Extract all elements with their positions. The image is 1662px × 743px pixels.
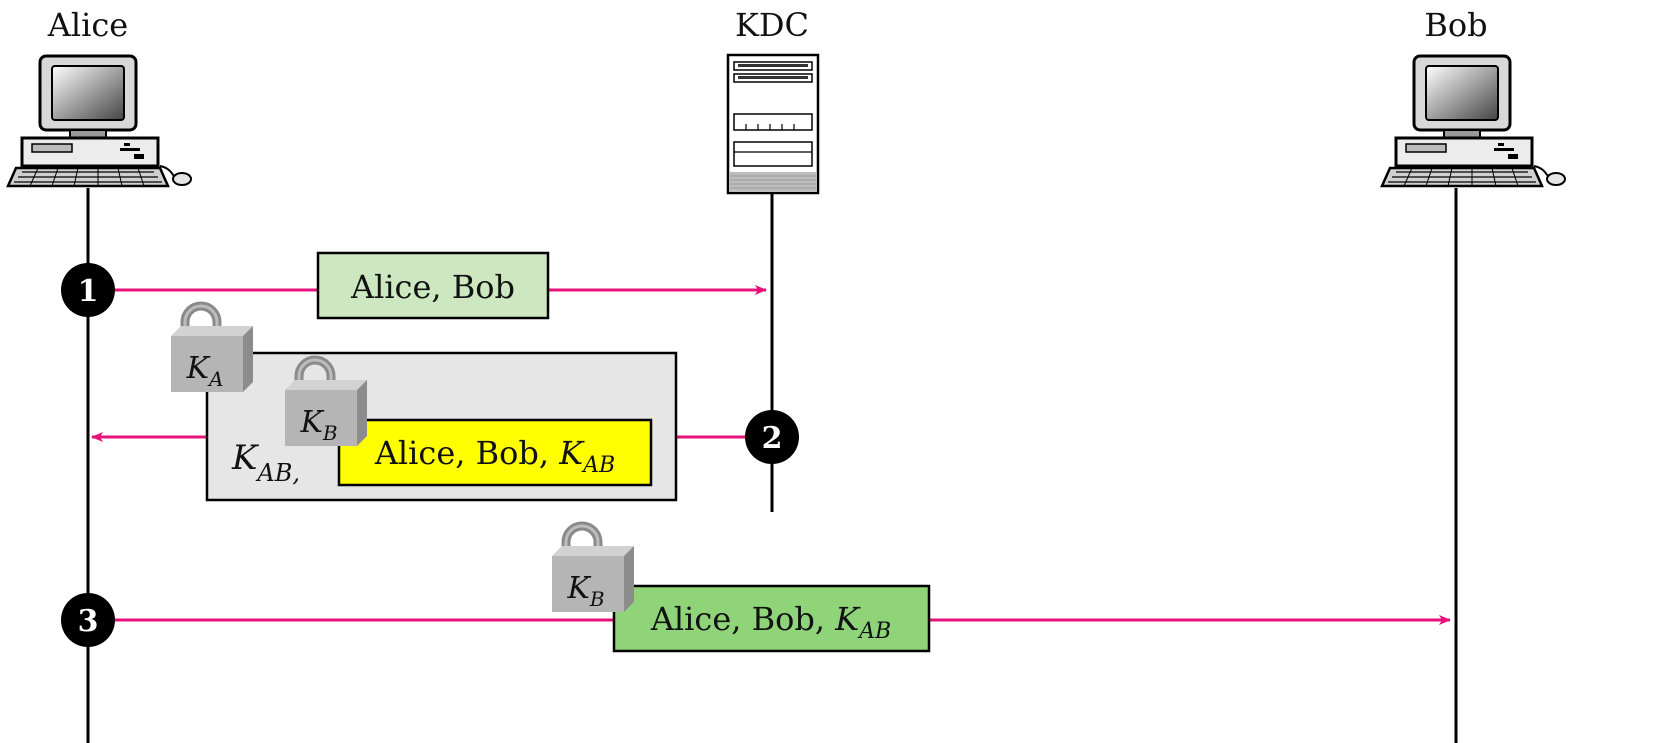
svg-text:KB: KB (566, 571, 604, 611)
padlock-icon: KA (171, 306, 253, 392)
step-badge (61, 593, 115, 647)
step-number: 3 (78, 604, 99, 639)
step-1-request: Alice, Bob 1 (61, 251, 767, 320)
step-badge (745, 410, 799, 464)
message-text: Alice, Bob, KAB (650, 600, 891, 644)
padlock-icon: KB (285, 360, 367, 446)
outer-session-key: KAB, (231, 438, 300, 487)
participant-label-kdc: KDC (735, 6, 809, 44)
step-2-response: KAB, Alice, Bob, KAB KA KB 2 (91, 306, 799, 502)
step-3-ticket-to-bob: Alice, Bob, KAB KB 3 (61, 526, 1451, 653)
participant-label-bob: Bob (1424, 6, 1487, 44)
padlock-icon: KB (552, 526, 634, 612)
step-number: 2 (762, 421, 783, 456)
participant-label-alice: Alice (47, 6, 128, 44)
svg-text:KB: KB (299, 405, 337, 445)
message-box (612, 584, 931, 653)
message-text: Alice, Bob (350, 268, 515, 306)
svg-text:KA: KA (186, 351, 224, 391)
ticket-box (337, 418, 653, 487)
desktop-computer-icon (1380, 54, 1567, 188)
step-number: 1 (78, 274, 99, 309)
server-tower-icon (726, 53, 820, 195)
ticket-text: Alice, Bob, KAB (374, 434, 615, 478)
desktop-computer-icon (6, 54, 193, 188)
message-box (316, 251, 550, 320)
step-badge (61, 263, 115, 317)
